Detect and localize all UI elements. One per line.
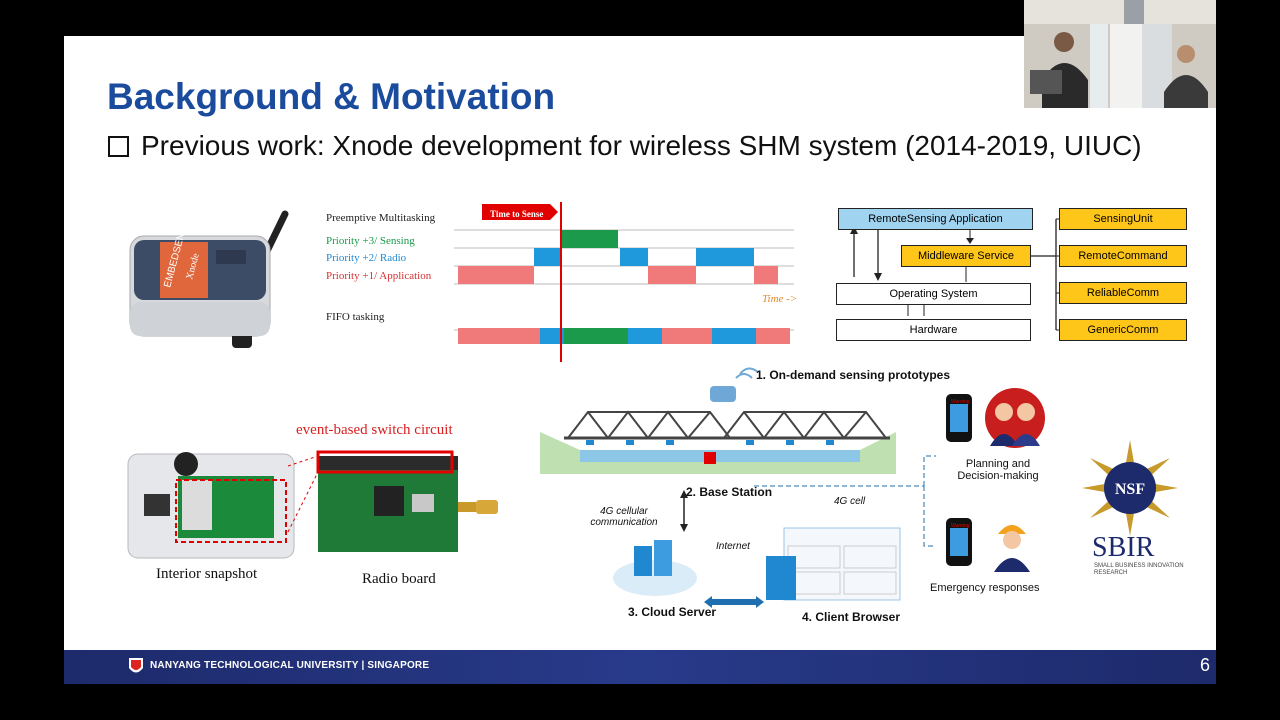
time-to-sense-arrow bbox=[482, 204, 558, 220]
bullet-text: Previous work: Xnode development for wir… bbox=[141, 130, 1142, 161]
fifo-sensing-block bbox=[564, 328, 628, 344]
arch-application-box: RemoteSensing Application bbox=[838, 208, 1033, 230]
timing-chart bbox=[454, 202, 794, 362]
phone-warning-icon-emergency: Warning bbox=[946, 518, 972, 566]
radio-task-block bbox=[620, 248, 648, 266]
internet-label: Internet bbox=[716, 541, 750, 552]
engineer-icon bbox=[994, 525, 1030, 572]
radio-task-block bbox=[534, 248, 562, 266]
fifo-application-block bbox=[662, 328, 712, 344]
arch-os-box: Operating System bbox=[836, 283, 1031, 305]
slide-footer: NANYANG TECHNOLOGICAL UNIVERSITY | SINGA… bbox=[64, 650, 1216, 684]
step3-label: 3. Cloud Server bbox=[628, 605, 717, 619]
fifo-application-block bbox=[458, 328, 540, 344]
switch-circuit-highlight bbox=[287, 450, 454, 533]
nsf-seal-logo: NSF bbox=[1082, 440, 1178, 536]
bridge-illustration bbox=[540, 410, 896, 474]
emergency-label: Emergency responses bbox=[930, 582, 1040, 594]
slide-title: Background & Motivation bbox=[107, 76, 556, 117]
nsf-text: NSF bbox=[1115, 481, 1145, 498]
timing-fifo-label: FIFO tasking bbox=[326, 311, 385, 323]
svg-text:Warning: Warning bbox=[951, 523, 970, 529]
cellular-label: 4G cellular communication bbox=[590, 506, 658, 528]
sbir-logo-text: SBIR bbox=[1092, 532, 1155, 563]
timing-row-label-radio: Priority +2/ Radio bbox=[326, 252, 407, 264]
svg-text:Warning: Warning bbox=[951, 399, 970, 405]
checkbox-bullet-icon bbox=[108, 135, 129, 157]
sensing-task-block bbox=[562, 230, 618, 248]
cell-label: 4G cell bbox=[834, 496, 866, 507]
step2-label: 2. Base Station bbox=[686, 485, 773, 499]
time-to-sense-label: Time to Sense bbox=[490, 209, 544, 219]
interior-snapshot-photo bbox=[127, 452, 295, 559]
sbir-subtitle: SMALL BUSINESS INNOVATION RESEARCH bbox=[1094, 563, 1184, 576]
arch-hardware-box: Hardware bbox=[836, 319, 1031, 341]
interior-snapshot-caption: Interior snapshot bbox=[156, 566, 258, 582]
application-task-block bbox=[458, 266, 534, 284]
client-browser-screen bbox=[766, 527, 901, 601]
switch-circuit-label: event-based switch circuit bbox=[296, 422, 453, 438]
timing-row-label-sensing: Priority +3/ Sensing bbox=[326, 235, 415, 247]
radio-task-block bbox=[696, 248, 754, 266]
application-task-block bbox=[648, 266, 696, 284]
arch-middleware-box: Middleware Service bbox=[901, 245, 1031, 267]
bullet-previous-work: Previous work: Xnode development for wir… bbox=[108, 130, 1142, 162]
timing-time-label: Time -> bbox=[762, 293, 798, 305]
arch-service-genericcomm: GenericComm bbox=[1059, 319, 1187, 341]
footer-university-text: NANYANG TECHNOLOGICAL UNIVERSITY | SINGA… bbox=[150, 660, 430, 671]
step4-label: 4. Client Browser bbox=[802, 610, 901, 624]
step1-label: 1. On-demand sensing prototypes bbox=[756, 368, 951, 382]
fifo-radio-block bbox=[540, 328, 564, 344]
webcam-video-thumbnail[interactable] bbox=[1024, 0, 1216, 108]
fifo-radio-block bbox=[628, 328, 662, 344]
xnode-device-photo: EMBEDSENSE Xnode bbox=[129, 210, 289, 348]
system-connectors bbox=[680, 455, 936, 608]
ntu-crest-logo bbox=[129, 658, 143, 673]
phone-warning-icon-planning: Warning bbox=[946, 394, 972, 442]
drone-wireless-icon bbox=[710, 367, 759, 402]
arch-service-reliablecomm: ReliableComm bbox=[1059, 282, 1187, 304]
application-task-block bbox=[754, 266, 778, 284]
radio-board-caption: Radio board bbox=[362, 571, 436, 587]
slide-page-number: 6 bbox=[1199, 655, 1210, 675]
architecture-connectors bbox=[850, 218, 1060, 331]
fifo-radio-block bbox=[712, 328, 756, 344]
timing-row-label-preemptive: Preemptive Multitasking bbox=[326, 212, 436, 224]
presentation-slide: Background & Motivation Previous work: X… bbox=[64, 36, 1216, 684]
cloud-server-icon bbox=[613, 540, 697, 596]
people-icon bbox=[985, 388, 1045, 448]
arch-service-remotecommand: RemoteCommand bbox=[1059, 245, 1187, 267]
planning-label: Planning and Decision-making bbox=[957, 458, 1039, 482]
fifo-application-block bbox=[756, 328, 790, 344]
timing-row-label-application: Priority +1/ Application bbox=[326, 270, 432, 282]
webcam-feed-image bbox=[1024, 0, 1216, 108]
arch-service-sensingunit: SensingUnit bbox=[1059, 208, 1187, 230]
